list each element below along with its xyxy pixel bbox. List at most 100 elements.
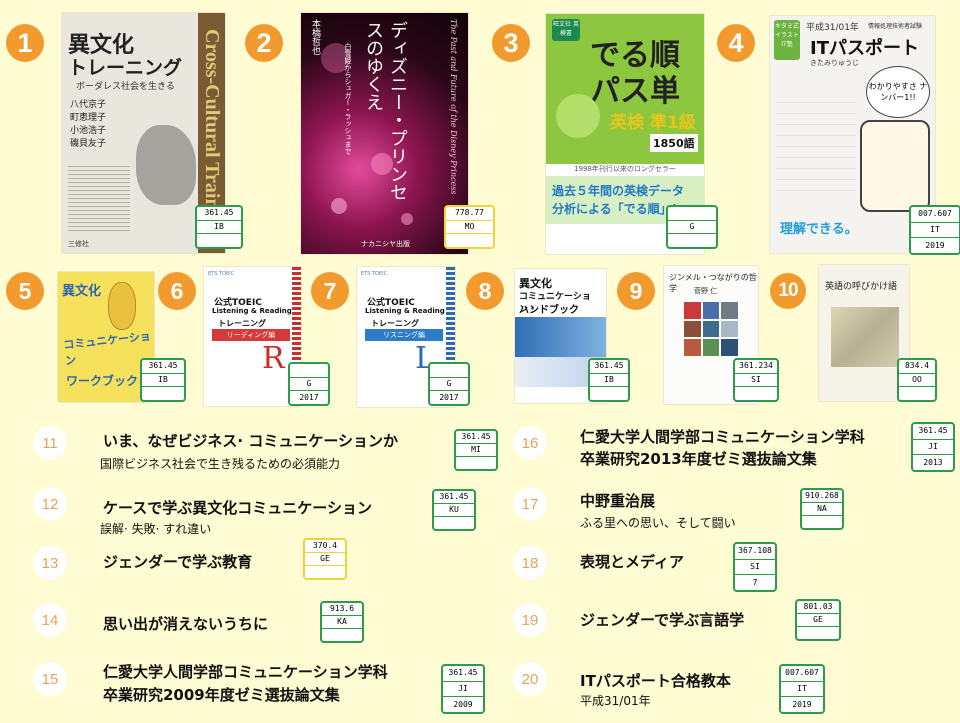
- cover-illustration: [831, 307, 899, 367]
- cover-text-block: [68, 163, 130, 233]
- cover-title: ディズニー・プリンセスのゆくえ: [363, 21, 408, 201]
- exam-grade: 英検 準1級: [610, 113, 696, 133]
- book-subtitle: 国際ビジネス社会で生き残るための必須能力: [100, 457, 341, 471]
- bokeh-light: [321, 43, 351, 73]
- cover-catchphrase: 過去５年間の英検データ: [552, 184, 685, 198]
- book-title[interactable]: 仁愛大学人間学部コミュニケーション学科: [580, 428, 865, 446]
- list-number: 14: [33, 603, 67, 637]
- cover-catchphrase: 分析による「でる順」!: [552, 202, 678, 216]
- cover-author: 本橋哲也: [310, 19, 320, 55]
- cover-english-title: The Past and Future of the Disney Prince…: [449, 19, 458, 195]
- rank-badge-10: 10: [770, 273, 806, 309]
- book-title-line2: 卒業研究2013年度ゼミ選抜論文集: [580, 450, 817, 468]
- book-title[interactable]: 中野重治展: [580, 492, 656, 510]
- list-number: 17: [513, 487, 547, 521]
- list-number: 19: [513, 603, 547, 637]
- cover-blue-band: [515, 317, 606, 357]
- book-cover-5[interactable]: 異文化 コミュニケーション ワークブック: [58, 272, 154, 402]
- call-number-label: G: [666, 205, 718, 249]
- cover-title: コミュニケーション・: [519, 292, 591, 315]
- map-illustration: [136, 125, 196, 205]
- book-cover-3[interactable]: 旺文社 英検書 でる順 パス単 英検 準1級 1850語 1998年刊行以来のロ…: [546, 14, 704, 254]
- list-number: 11: [33, 426, 67, 460]
- bokeh-light: [401, 213, 413, 225]
- book-title[interactable]: いま、なぜビジネス· コミュニケーションか: [103, 432, 399, 450]
- bokeh-light: [331, 198, 347, 214]
- cover-stripe: [446, 267, 455, 407]
- cover-title: ジンメル・つながりの哲学: [669, 273, 757, 293]
- book-cover-1[interactable]: 異文化 トレーニング ボーダレス社会を生きる 八代京子町恵理子小池浩子磯貝友子 …: [62, 13, 225, 253]
- cover-band: リスニング編: [365, 329, 443, 341]
- book-title[interactable]: 思い出が消えないうちに: [103, 615, 269, 633]
- book-title[interactable]: 表現とメディア: [580, 553, 684, 571]
- cover-mosaic: [684, 302, 738, 356]
- cover-publisher: 三修社: [68, 240, 89, 248]
- list-number: 20: [513, 662, 547, 696]
- book-title[interactable]: ITパスポート合格教本: [580, 672, 731, 690]
- cover-exam-name: 情報処理技術者試験: [868, 23, 923, 30]
- cover-subtitle: ボーダレス社会を生きる: [76, 82, 175, 92]
- cover-band: リーディング編: [212, 329, 290, 341]
- cover-author: きたみりゅうじ: [810, 59, 859, 67]
- cover-title: Listening & Reading: [365, 307, 445, 315]
- word-count: 1850語: [650, 134, 698, 152]
- rank-badge-4: 4: [717, 24, 755, 62]
- book-cover-2[interactable]: ディズニー・プリンセスのゆくえ 白雪姫からシュガー・ラッシュまで 本橋哲也 Th…: [301, 13, 468, 254]
- list-number: 13: [33, 546, 67, 580]
- rank-badge-2: 2: [245, 24, 283, 62]
- list-number: 16: [513, 426, 547, 460]
- book-subtitle: 誤解· 失敗· すれ違い: [100, 522, 212, 536]
- rank-badge-1: 1: [6, 24, 44, 62]
- mascot-illustration: [860, 120, 930, 212]
- rank-badge-9: 9: [617, 272, 655, 310]
- cover-letter: R: [262, 341, 285, 376]
- cover-brand: ETS TOEIC: [208, 271, 235, 277]
- list-number: 12: [33, 487, 67, 521]
- cover-exam-year: 平成31/01年: [806, 23, 859, 33]
- book-title[interactable]: ジェンダーで学ぶ言語学: [580, 611, 745, 629]
- publisher-badge: 旺文社 英検書: [552, 19, 580, 41]
- cover-title: でる順: [590, 38, 680, 73]
- book-subtitle: ふる里への思い、そして闘い: [580, 516, 736, 530]
- cover-title: ITパスポート: [810, 38, 919, 59]
- book-cover-6[interactable]: ETS TOEIC 公式TOEIC Listening & Reading トレ…: [204, 267, 301, 406]
- cover-title: 異文化: [519, 277, 552, 290]
- cover-title: Listening & Reading: [212, 307, 292, 315]
- cover-title: トレーニング: [68, 57, 183, 79]
- bokeh-light: [371, 153, 393, 175]
- book-title-line2: 卒業研究2009年度ゼミ選抜論文集: [103, 686, 340, 704]
- book-cover-8[interactable]: 異文化 コミュニケーション・ ハンドブック: [515, 269, 606, 403]
- book-cover-10[interactable]: 英語の呼びかけ語: [819, 265, 909, 401]
- cover-title: パス単: [590, 74, 680, 109]
- cover-title: 公式TOEIC: [367, 298, 415, 308]
- book-cover-4[interactable]: 平成31/01年 情報処理技術者試験 キタミ式 イラストIT塾 ITパスポート …: [770, 16, 935, 253]
- rank-badge-3: 3: [492, 24, 530, 62]
- cover-speech-bubble: わかりやすさ ナンバー1!!: [866, 66, 930, 118]
- rank-badge-7: 7: [311, 272, 349, 310]
- book-title[interactable]: 仁愛大学人間学部コミュニケーション学科: [103, 663, 388, 681]
- mascot-illustration: [556, 94, 600, 138]
- series-badge: キタミ式 イラストIT塾: [774, 20, 800, 60]
- cover-stripe: [292, 267, 301, 406]
- book-title[interactable]: ジェンダーで学ぶ教育: [103, 553, 253, 571]
- rank-badge-8: 8: [466, 272, 504, 310]
- book-title[interactable]: ケースで学ぶ異文化コミュニケーション: [103, 499, 372, 517]
- cover-note: 1998年刊行以来のロングセラー: [546, 164, 704, 176]
- cover-brand: ETS TOEIC: [361, 271, 388, 277]
- cover-publisher: ナカニシヤ出版: [361, 240, 410, 248]
